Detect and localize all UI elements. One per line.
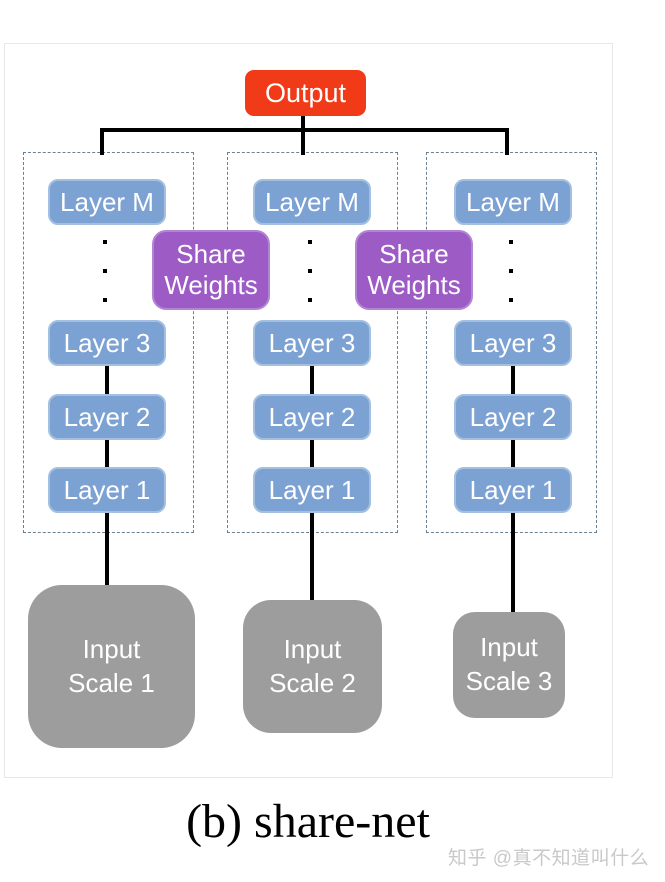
- output-branch-middle-line: [301, 114, 305, 155]
- scale1-layer-1-box: Layer 1: [48, 467, 166, 513]
- input-scale3-label-line2: Scale 3: [465, 666, 553, 696]
- scale3-layer3-layer2-connector: [511, 364, 515, 395]
- input-scale2-label-line2: Scale 2: [269, 667, 356, 698]
- input-scale2-box: Input Scale 2: [243, 600, 382, 733]
- scale1-input-connector: [105, 511, 109, 587]
- scale2-ellipsis-dot: [308, 240, 312, 244]
- scale2-ellipsis-dot: [308, 269, 312, 273]
- input-scale2-label-line1: Input: [283, 633, 342, 664]
- scale1-layer-m-box: Layer M: [48, 179, 166, 225]
- scale1-layer-2-box: Layer 2: [48, 394, 166, 440]
- scale3-ellipsis-dot: [509, 269, 513, 273]
- zhihu-watermark: 知乎 @真不知道叫什么: [448, 848, 650, 869]
- scale1-ellipsis-dot: [103, 269, 107, 273]
- scale1-ellipsis-dot: [103, 298, 107, 302]
- scale2-ellipsis-dot: [308, 298, 312, 302]
- share-weights-box-1: Share Weights: [152, 230, 270, 310]
- figure-caption: (b) share-net: [186, 795, 430, 848]
- input-scale1-label-line2: Scale 1: [68, 667, 155, 698]
- scale1-layer2-layer1-connector: [105, 438, 109, 468]
- scale3-layer2-layer1-connector: [511, 438, 515, 468]
- scale1-layer3-layer2-connector: [105, 364, 109, 395]
- scale1-ellipsis-dot: [103, 240, 107, 244]
- scale2-input-connector: [310, 511, 314, 602]
- share-weights-label-line2: Weights: [367, 270, 461, 300]
- output-box: Output: [245, 70, 366, 116]
- scale2-layer-m-box: Layer M: [253, 179, 371, 225]
- input-scale1-box: Input Scale 1: [28, 585, 195, 748]
- scale3-ellipsis-dot: [509, 298, 513, 302]
- output-branch-left-line: [100, 128, 104, 155]
- scale2-layer-1-box: Layer 1: [253, 467, 371, 513]
- scale3-layer-m-box: Layer M: [454, 179, 572, 225]
- scale2-layer-3-box: Layer 3: [253, 320, 371, 366]
- input-scale3-label-line1: Input: [480, 632, 538, 663]
- scale1-layer-3-box: Layer 3: [48, 320, 166, 366]
- input-scale3-box: Input Scale 3: [453, 612, 565, 718]
- scale2-layer3-layer2-connector: [310, 364, 314, 395]
- share-weights-box-2: Share Weights: [355, 230, 473, 310]
- scale3-layer-3-box: Layer 3: [454, 320, 572, 366]
- output-branch-horizontal-line: [100, 128, 509, 132]
- share-weights-label-line1: Share: [176, 239, 246, 270]
- share-weights-label-line1: Share: [379, 239, 449, 270]
- input-scale1-label-line1: Input: [82, 633, 141, 664]
- output-branch-right-line: [505, 128, 509, 155]
- scale2-layer-2-box: Layer 2: [253, 394, 371, 440]
- scale3-ellipsis-dot: [509, 240, 513, 244]
- share-weights-label-line2: Weights: [164, 270, 258, 300]
- scale2-layer2-layer1-connector: [310, 438, 314, 468]
- scale3-layer-1-box: Layer 1: [454, 467, 572, 513]
- scale3-layer-2-box: Layer 2: [454, 394, 572, 440]
- scale3-input-connector: [511, 511, 515, 614]
